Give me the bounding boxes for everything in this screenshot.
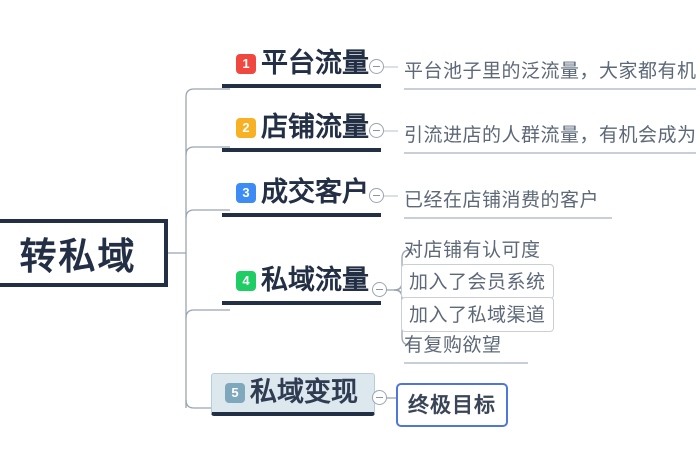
leaf-node-4-3[interactable]: 加入了私域渠道 bbox=[401, 297, 554, 332]
leaf-node-4-2[interactable]: 加入了会员系统 bbox=[401, 264, 554, 299]
goal-node[interactable]: 终极目标 bbox=[396, 383, 508, 427]
branch-badge-4: 4 bbox=[236, 270, 256, 291]
collapse-minus-icon[interactable] bbox=[372, 282, 387, 297]
branch-node-3-box[interactable]: 3 成交客户 bbox=[222, 175, 381, 218]
branch-node-3[interactable]: 3 成交客户 bbox=[222, 175, 381, 218]
branch-node-2-label: 店铺流量 bbox=[261, 112, 369, 142]
leaf-node-4-4[interactable]: 有复购欲望 bbox=[404, 330, 528, 364]
root-node-label: 转私域 bbox=[19, 237, 137, 278]
branch-description-1[interactable]: 平台池子里的泛流量，大家都有机 bbox=[404, 56, 696, 90]
branch-node-3-label: 成交客户 bbox=[261, 177, 369, 207]
collapse-minus-icon[interactable] bbox=[372, 390, 387, 405]
branch-node-1[interactable]: 1 平台流量 bbox=[222, 46, 381, 89]
branch-node-4[interactable]: 4 私域流量 bbox=[222, 263, 381, 306]
collapse-minus-icon[interactable] bbox=[369, 123, 384, 138]
branch-node-1-label: 平台流量 bbox=[261, 48, 369, 78]
branch-node-5[interactable]: 5 私域变现 bbox=[211, 373, 375, 417]
branch-node-2[interactable]: 2 店铺流量 bbox=[222, 110, 381, 153]
branch-badge-1: 1 bbox=[236, 53, 256, 74]
branch-node-2-box[interactable]: 2 店铺流量 bbox=[222, 110, 381, 153]
branch-node-5-label: 私域变现 bbox=[250, 377, 358, 407]
goal-node-label: 终极目标 bbox=[408, 393, 496, 417]
branch-node-4-label: 私域流量 bbox=[261, 265, 369, 295]
branch-description-2[interactable]: 引流进店的人群流量，有机会成为 bbox=[404, 120, 696, 154]
branch-node-4-box[interactable]: 4 私域流量 bbox=[222, 263, 381, 306]
branch-node-1-box[interactable]: 1 平台流量 bbox=[222, 46, 381, 89]
branch-badge-2: 2 bbox=[236, 117, 256, 138]
branch-description-3[interactable]: 已经在店铺消费的客户 bbox=[404, 185, 612, 219]
root-node[interactable]: 转私域 bbox=[0, 219, 168, 287]
branch-badge-5: 5 bbox=[225, 382, 245, 403]
branch-badge-3: 3 bbox=[236, 182, 256, 203]
collapse-minus-icon[interactable] bbox=[369, 59, 384, 74]
branch-node-5-box[interactable]: 5 私域变现 bbox=[211, 373, 375, 417]
collapse-minus-icon[interactable] bbox=[369, 188, 384, 203]
